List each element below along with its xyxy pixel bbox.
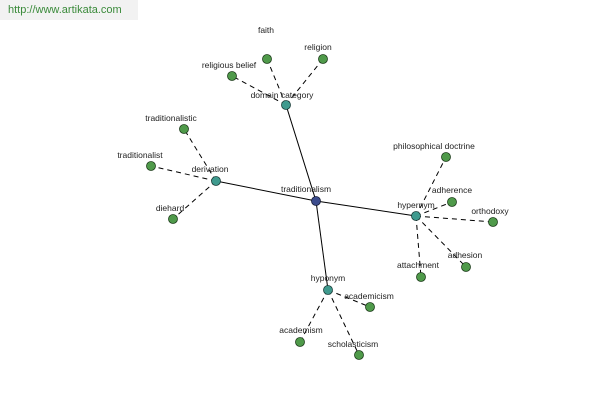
node-adherence[interactable] <box>447 197 457 207</box>
edge-center-hypernym <box>315 200 417 217</box>
node-faith[interactable] <box>262 54 272 64</box>
node-scholasticism[interactable] <box>354 350 364 360</box>
edge-center-domain <box>285 104 317 202</box>
label-adhesion: adhesion <box>448 250 483 260</box>
label-traditionalism: traditionalism <box>281 184 331 194</box>
label-traditionalistic: traditionalistic <box>145 113 197 123</box>
label-traditionalist: traditionalist <box>117 150 163 160</box>
label-orthodoxy: orthodoxy <box>471 206 509 216</box>
node-traditionalistic[interactable] <box>179 124 189 134</box>
label-hyponym: hyponym <box>311 273 346 283</box>
edge-hyponym-academicism <box>327 289 371 308</box>
edge-hypernym-philosophical-doctrine <box>415 156 447 217</box>
edges-layer <box>150 58 494 356</box>
edge-center-derivation <box>215 180 317 202</box>
node-diehard[interactable] <box>168 214 178 224</box>
edge-hypernym-adhesion <box>415 215 467 268</box>
node-religion[interactable] <box>318 54 328 64</box>
node-religious-belief[interactable] <box>227 71 237 81</box>
edge-hypernym-orthodoxy <box>415 215 494 223</box>
edge-hyponym-academism <box>299 289 329 343</box>
node-traditionalist[interactable] <box>146 161 156 171</box>
node-philosophical-doctrine[interactable] <box>441 152 451 162</box>
node-adhesion[interactable] <box>461 262 471 272</box>
node-hypernym[interactable] <box>411 211 421 221</box>
label-attachment: attachment <box>397 260 440 270</box>
edge-hypernym-attachment <box>415 215 422 278</box>
edge-derivation-diehard <box>172 180 217 220</box>
label-faith: faith <box>258 25 274 35</box>
label-diehard: diehard <box>156 203 185 213</box>
label-scholasticism: scholasticism <box>328 339 379 349</box>
edge-hypernym-adherence <box>415 201 453 217</box>
edge-derivation-traditionalistic <box>183 128 217 182</box>
edge-derivation-traditionalist <box>150 165 217 182</box>
nodes-layer <box>146 54 498 360</box>
label-religious-belief: religious belief <box>202 60 257 70</box>
edge-domain-religion <box>285 58 324 106</box>
watermark-url: http://www.artikata.com <box>0 0 138 20</box>
node-attachment[interactable] <box>416 272 426 282</box>
node-derivation[interactable] <box>211 176 221 186</box>
node-domain[interactable] <box>281 100 291 110</box>
label-academicism: academicism <box>344 291 394 301</box>
label-religion: religion <box>304 42 332 52</box>
edge-hyponym-scholasticism <box>327 289 360 356</box>
label-academism: academism <box>279 325 322 335</box>
node-academism[interactable] <box>295 337 305 347</box>
edge-center-hyponym <box>315 200 329 291</box>
node-traditionalism[interactable] <box>311 196 321 206</box>
label-derivation: derivation <box>192 164 229 174</box>
label-domain: domain category <box>251 90 315 100</box>
node-hyponym[interactable] <box>323 285 333 295</box>
node-academicism[interactable] <box>365 302 375 312</box>
edge-domain-religious-belief <box>231 75 287 106</box>
label-philosophical-doctrine: philosophical doctrine <box>393 141 475 151</box>
node-orthodoxy[interactable] <box>488 217 498 227</box>
labels-layer: faith religion religious belief traditional… <box>117 25 509 349</box>
label-adherence: adherence <box>432 185 472 195</box>
label-hypernym: hypernym <box>397 200 434 210</box>
